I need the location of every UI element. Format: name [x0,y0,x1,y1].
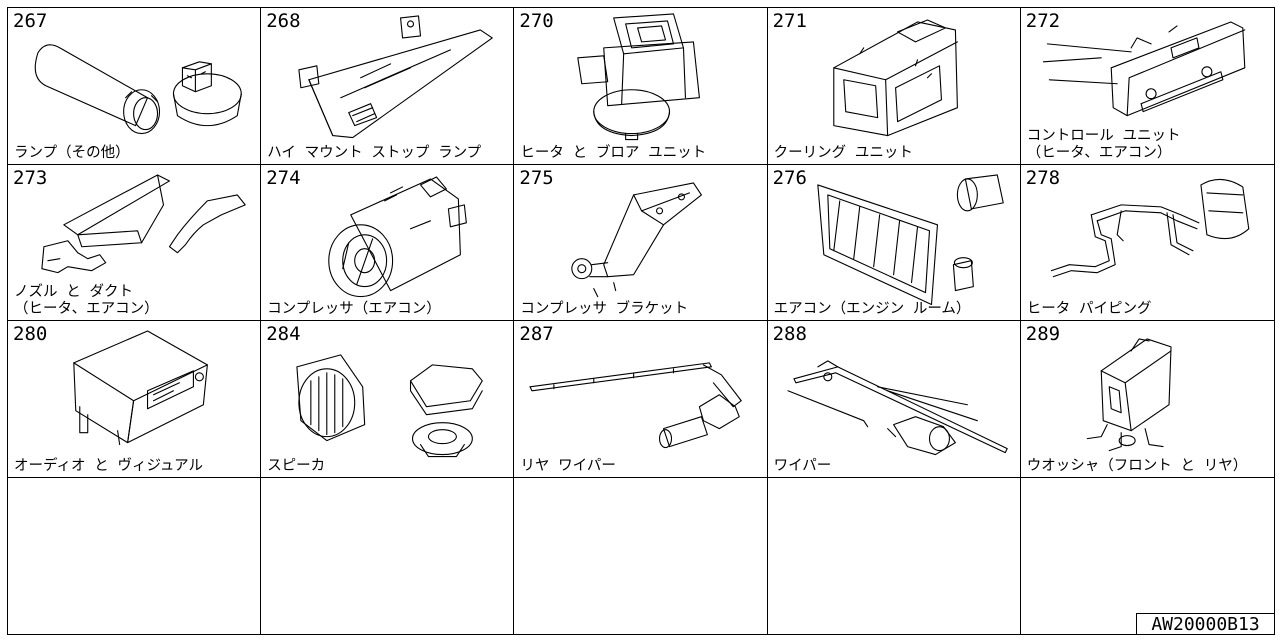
part-cell-270[interactable]: 270 ヒータ と ブロア ユニット [514,8,768,165]
part-number: 287 [519,323,554,345]
part-label: クーリング ユニット [773,144,913,161]
compressor-icon [328,175,468,297]
part-number: 274 [266,166,301,189]
rear-wiper-icon [529,362,743,449]
part-number: 284 [266,323,301,345]
part-number: 272 [1025,10,1061,32]
empty-cell [768,477,1021,634]
washer-tank-icon [1086,338,1172,452]
empty-cell [514,477,768,634]
part-cell-272[interactable]: 272 コントロール ユニット （ヒータ、エアコン） [1020,8,1274,165]
part-label: オーディオ と ヴィジュアル [14,457,203,474]
part-label: ヒータ パイピング [1026,301,1152,317]
audio-unit-icon [73,330,208,446]
part-number: 273 [13,166,48,189]
high-mount-stop-lamp-icon [298,15,493,139]
part-label: ハイ マウント ストップ ランプ [267,144,482,161]
part-number: 276 [772,166,807,189]
part-label: ノズル と ダクト （ヒータ、エアコン） [14,284,159,317]
part-cell-267[interactable]: 267 ランプ（その他） [8,8,262,165]
part-cell-289[interactable]: 289 ウオッシャ（フロント と リヤ） [1020,321,1274,478]
part-number: 267 [13,10,48,32]
diagram-code: AW20000B13 [1136,613,1275,635]
part-label: コンプレッサ（エアコン） [267,301,441,317]
control-unit-icon [1042,21,1246,117]
part-cell-280[interactable]: 280 オーディオ と ヴィジュアル [8,321,262,478]
empty-cell [8,477,262,634]
aircon-condenser-icon [816,173,1004,305]
part-cell-278[interactable]: 278 ヒータ パイピング [1020,165,1274,321]
part-label: ランプ（その他） [14,144,130,161]
part-cell-274[interactable]: 274 コンプレッサ（エアコン） [261,164,515,321]
part-cell-284[interactable]: 284 スピーカ [261,321,515,478]
part-label: ウオッシャ（フロント と リヤ） [1026,457,1248,474]
part-number: 268 [266,10,301,32]
part-cell-268[interactable]: 268 ハイ マウント ストップ ランプ [261,8,515,165]
part-cell-271[interactable]: 271 クーリング ユニット [767,8,1021,165]
part-cell-276[interactable]: 276 エアコン（エンジン ルーム） [767,164,1021,321]
empty-cell [1021,478,1274,635]
speaker-icon [296,354,484,458]
part-number: 275 [519,166,554,189]
nozzle-duct-icon [41,173,246,273]
part-label: ワイパー [773,457,832,474]
parts-catalog-grid: 267 ランプ（その他） 268 ハイ マウント ストップ ラン [7,7,1275,635]
lamp-bulb-socket-icon [34,44,242,135]
heater-piping-icon [1050,178,1250,277]
heater-blower-unit-icon [577,13,701,141]
compressor-bracket-icon [571,181,703,297]
part-cell-275[interactable]: 275 コンプレッサ ブラケット [514,164,768,321]
part-number: 278 [1025,166,1061,189]
part-number: 270 [519,10,554,32]
part-label: エアコン（エンジン ルーム） [773,301,971,317]
part-cell-288[interactable]: 288 ワイパー [767,321,1021,478]
wiper-icon [786,360,1008,456]
part-label: コントロール ユニット （ヒータ、エアコン） [1026,127,1181,161]
part-number: 280 [13,323,48,345]
part-label: ヒータ と ブロア ユニット [520,144,707,161]
part-label: コンプレッサ ブラケット [520,301,689,317]
part-label: リヤ ワイパー [520,457,616,474]
part-number: 271 [772,10,807,32]
part-label: スピーカ [267,457,326,474]
part-cell-273[interactable]: 273 ノズル と ダクト （ヒータ、エアコン） [8,164,262,321]
cooling-unit-icon [832,19,958,137]
part-cell-287[interactable]: 287 リヤ ワイパー [514,321,768,478]
empty-cell [261,477,515,634]
part-number: 289 [1025,323,1061,345]
part-number: 288 [772,323,807,345]
